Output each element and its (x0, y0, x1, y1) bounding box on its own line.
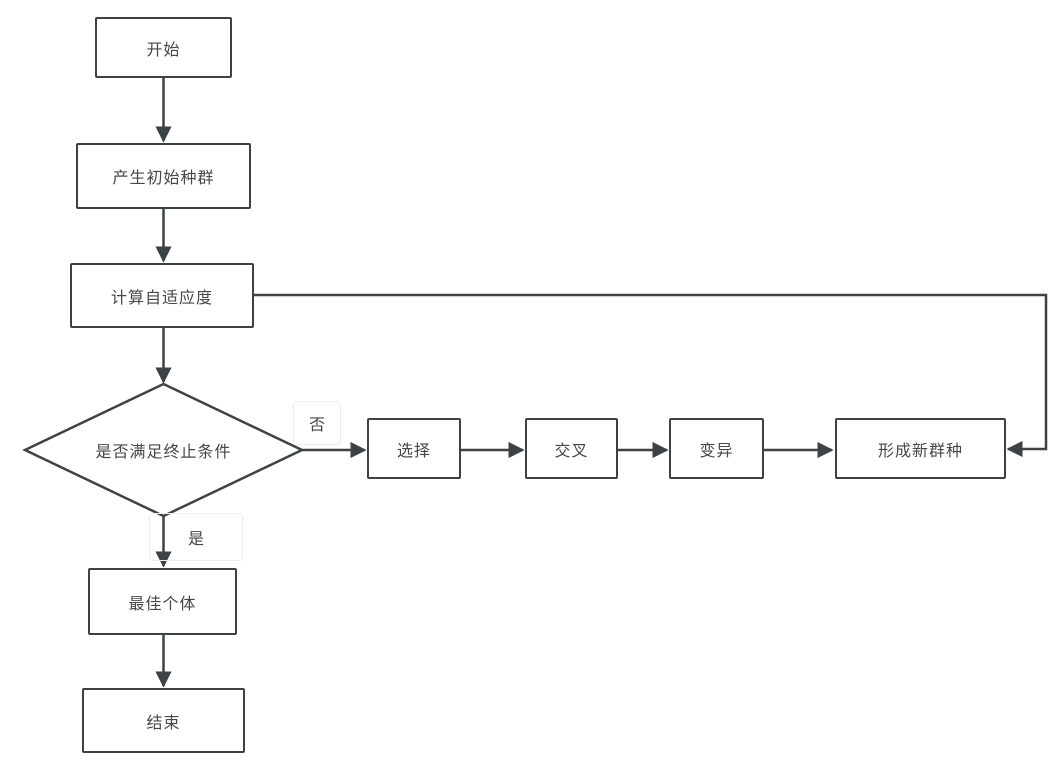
edge-fitness-loop-to-newpop (254, 293, 1048, 458)
termination-check-diamond-shape (22, 382, 305, 518)
